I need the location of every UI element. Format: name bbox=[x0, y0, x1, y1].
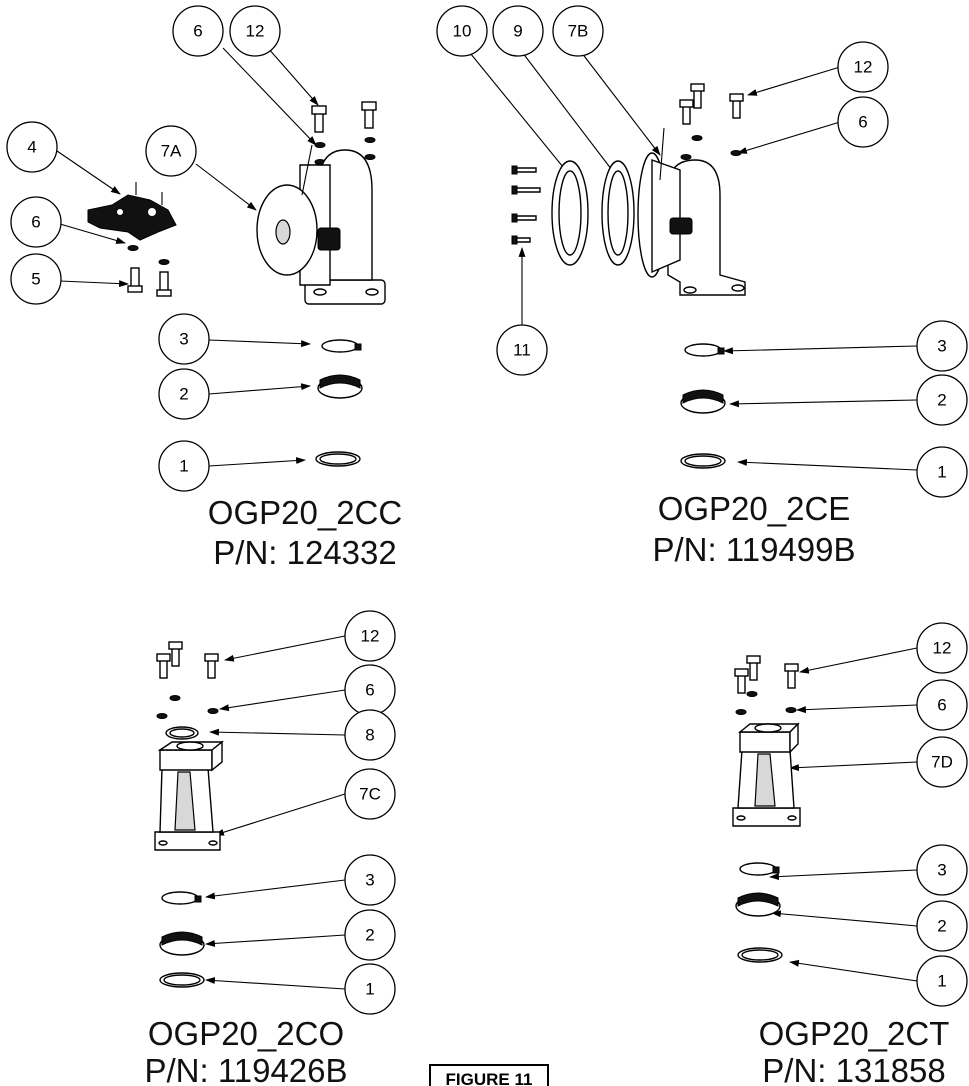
svg-text:1: 1 bbox=[365, 980, 374, 999]
part-number-2ct: P/N: 131858 bbox=[762, 1052, 945, 1086]
adapter-7c bbox=[154, 740, 224, 851]
svg-text:6: 6 bbox=[937, 696, 946, 715]
svg-text:4: 4 bbox=[27, 138, 36, 157]
adapter-7a bbox=[256, 144, 386, 305]
part-number-2cc: P/N: 124332 bbox=[213, 534, 396, 571]
callout-2cc-6-top: 6 bbox=[172, 5, 224, 57]
adapter-7b bbox=[637, 127, 746, 296]
callout-2cc-3: 3 bbox=[158, 313, 210, 365]
bolts-2cc bbox=[311, 101, 377, 165]
callout-2cc-6-side: 6 bbox=[10, 196, 62, 248]
callout-2cc-5: 5 bbox=[10, 253, 62, 305]
callout-2ce-3: 3 bbox=[916, 320, 968, 372]
callout-2ce-9: 9 bbox=[492, 5, 544, 57]
svg-text:12: 12 bbox=[361, 627, 380, 646]
o-ring-8 bbox=[165, 726, 199, 740]
svg-text:3: 3 bbox=[937, 861, 946, 880]
adapter-7d bbox=[732, 722, 801, 827]
svg-text:7C: 7C bbox=[359, 785, 381, 804]
parts-123-2ct bbox=[735, 862, 783, 963]
part-number-2co: P/N: 119426B bbox=[144, 1052, 347, 1086]
assembly-2ct: 12 6 7D 3 2 1 bbox=[732, 622, 968, 1086]
callout-2ct-2: 2 bbox=[916, 900, 968, 952]
model-label-2ct: OGP20_2CT bbox=[759, 1015, 950, 1052]
bolts-2ct bbox=[734, 655, 799, 715]
svg-text:6: 6 bbox=[193, 22, 202, 41]
svg-text:2: 2 bbox=[937, 391, 946, 410]
assembly-2cc: 6 12 7A 4 6 5 3 2 1 bbox=[6, 5, 402, 571]
callout-2ct-3: 3 bbox=[916, 844, 968, 896]
svg-text:2: 2 bbox=[179, 385, 188, 404]
bolts-2ce bbox=[679, 83, 744, 160]
svg-text:11: 11 bbox=[513, 341, 531, 360]
svg-text:8: 8 bbox=[365, 726, 374, 745]
svg-text:3: 3 bbox=[365, 871, 374, 890]
callout-2ce-10: 10 bbox=[436, 5, 488, 57]
svg-text:12: 12 bbox=[933, 639, 952, 658]
part-number-2ce: P/N: 119499B bbox=[652, 531, 855, 568]
callout-2co-2: 2 bbox=[344, 909, 396, 961]
svg-text:2: 2 bbox=[937, 917, 946, 936]
figure-label: FIGURE 11 bbox=[429, 1064, 549, 1086]
callout-2ct-6: 6 bbox=[916, 679, 968, 731]
svg-text:7D: 7D bbox=[931, 753, 953, 772]
svg-text:6: 6 bbox=[365, 681, 374, 700]
svg-text:12: 12 bbox=[854, 58, 873, 77]
parts-123-2co bbox=[159, 891, 205, 988]
svg-text:6: 6 bbox=[31, 213, 40, 232]
svg-text:6: 6 bbox=[858, 113, 867, 132]
callout-2ce-6: 6 bbox=[837, 96, 889, 148]
svg-text:1: 1 bbox=[937, 463, 946, 482]
callout-2cc-4: 4 bbox=[6, 121, 58, 173]
callout-2ct-7d: 7D bbox=[916, 736, 968, 788]
callout-2co-3: 3 bbox=[344, 854, 396, 906]
model-label-2ce: OGP20_2CE bbox=[658, 490, 851, 527]
assembly-2co: 12 6 8 7C 3 2 1 bbox=[144, 610, 396, 1086]
plate-4 bbox=[87, 182, 177, 297]
svg-text:5: 5 bbox=[31, 270, 40, 289]
callout-2ce-11: 11 bbox=[496, 324, 548, 376]
parts-123-2cc bbox=[315, 339, 363, 467]
callout-2cc-2: 2 bbox=[158, 368, 210, 420]
gasket-9 bbox=[601, 160, 635, 266]
parts-123-2ce bbox=[680, 343, 726, 469]
svg-text:1: 1 bbox=[937, 972, 946, 991]
svg-text:12: 12 bbox=[246, 22, 265, 41]
callout-2ce-12: 12 bbox=[837, 41, 889, 93]
svg-text:10: 10 bbox=[453, 22, 472, 41]
svg-text:7B: 7B bbox=[568, 22, 589, 41]
callout-2co-7c: 7C bbox=[344, 768, 396, 820]
callout-2ct-12: 12 bbox=[916, 622, 968, 674]
model-label-2cc: OGP20_2CC bbox=[208, 494, 402, 531]
screws-11 bbox=[511, 165, 541, 245]
svg-text:3: 3 bbox=[179, 330, 188, 349]
callout-2ct-1: 1 bbox=[916, 955, 968, 1007]
callout-2co-12: 12 bbox=[344, 610, 396, 662]
model-label-2co: OGP20_2CO bbox=[148, 1015, 344, 1052]
svg-text:2: 2 bbox=[365, 926, 374, 945]
callout-2co-8: 8 bbox=[344, 709, 396, 761]
bolts-2co bbox=[156, 641, 219, 719]
gasket-10 bbox=[551, 160, 589, 266]
assembly-2ce: 10 9 7B 12 6 11 3 2 1 bbox=[436, 5, 968, 568]
svg-text:9: 9 bbox=[513, 22, 522, 41]
callout-2ce-1: 1 bbox=[916, 446, 968, 498]
callout-2cc-7a: 7A bbox=[145, 125, 197, 177]
callout-2ce-7b: 7B bbox=[552, 5, 604, 57]
svg-text:3: 3 bbox=[937, 337, 946, 356]
svg-text:7A: 7A bbox=[161, 142, 182, 161]
callout-2cc-1: 1 bbox=[158, 440, 210, 492]
callout-2co-1: 1 bbox=[344, 963, 396, 1015]
callout-2co-6: 6 bbox=[344, 664, 396, 716]
callout-2ce-2: 2 bbox=[916, 374, 968, 426]
svg-text:1: 1 bbox=[179, 457, 188, 476]
svg-text:FIGURE 11: FIGURE 11 bbox=[446, 1070, 533, 1086]
callout-2cc-12: 12 bbox=[229, 5, 281, 57]
